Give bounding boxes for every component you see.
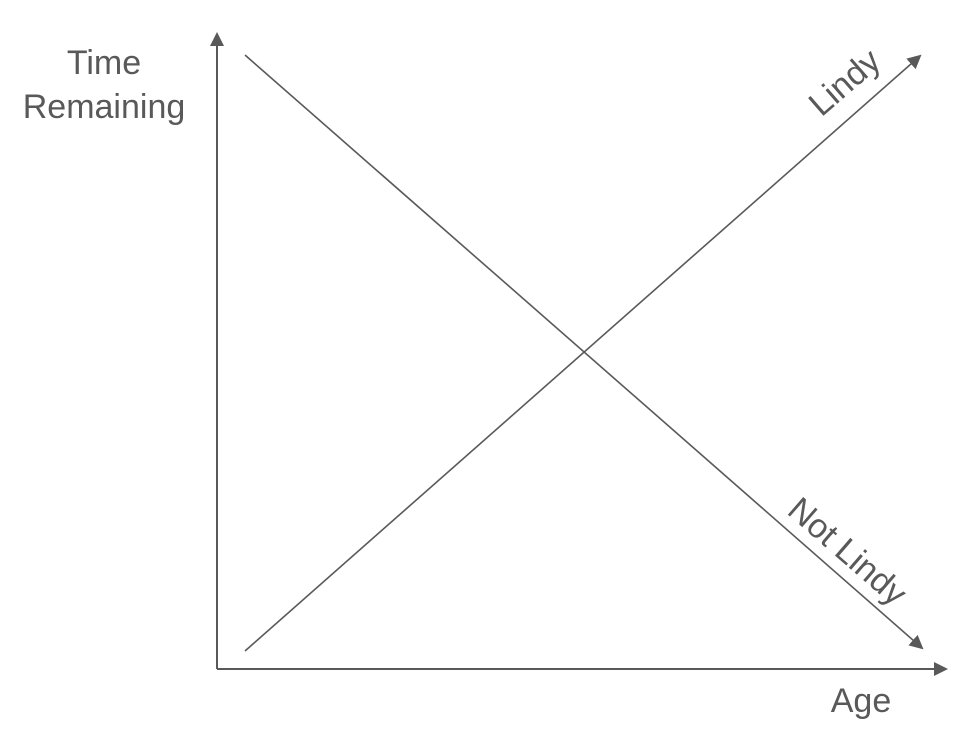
y-axis-label-line2: Remaining	[23, 88, 186, 126]
not-lindy-line	[244, 54, 924, 650]
lindy-label: Lindy	[802, 42, 888, 124]
lindy-line	[244, 54, 922, 652]
y-axis-label-line1: Time	[67, 44, 141, 82]
x-axis-label: Age	[831, 682, 892, 720]
not-lindy-label: Not Lindy	[781, 490, 914, 613]
